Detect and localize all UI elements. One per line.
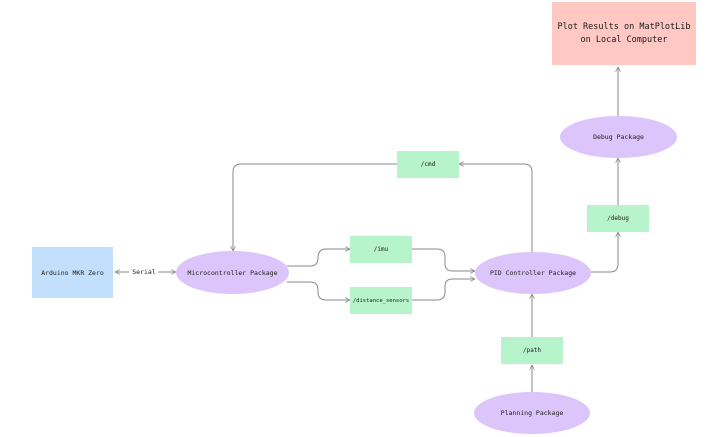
plot-results-box: Plot Results on MatPlotLib on Local Comp… [552,2,696,65]
imu-to-pid-connector [412,248,475,271]
cmd-to-micro-connector [233,163,397,251]
arduino-board-node: Arduino MKR Zero [32,247,113,298]
micro-to-distance-connector [287,281,350,300]
micro-to-imu-connector [287,249,350,267]
microcontroller-package-node: Microcontroller Package [176,251,289,294]
pid-to-debug-connector [590,232,618,273]
distance-sensors-topic-node: /distance_sensors [350,287,412,314]
serial-edge-label: Serial [129,268,159,276]
pid-to-cmd-connector [459,164,533,252]
cmd-topic-node: /cmd [397,151,459,178]
path-topic-node: /path [501,337,563,364]
pid-controller-package-node: PID Controller Package [475,252,591,294]
distance-to-pid-connector [412,279,475,301]
debug-package-node: Debug Package [560,116,677,158]
imu-topic-node: /imu [350,236,412,263]
planning-package-node: Planning Package [474,392,590,434]
debug-topic-node: /debug [587,205,649,232]
